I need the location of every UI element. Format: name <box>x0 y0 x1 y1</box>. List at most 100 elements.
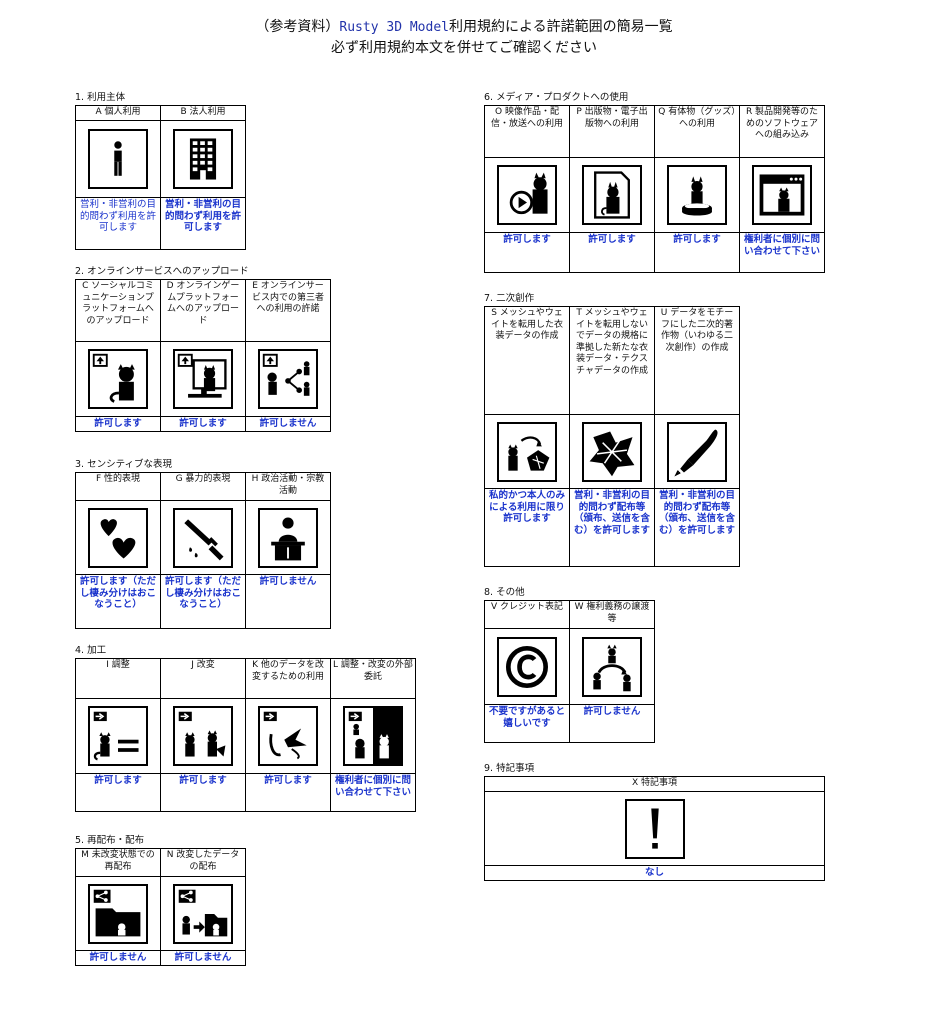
item-g-header: G 暴力的表現 <box>160 472 246 501</box>
title-model-name: Rusty 3D Model <box>339 20 449 35</box>
item-m-header: M 未改変状態での再配布 <box>75 848 161 877</box>
item-d-header: D オンラインゲームプラットフォームへのアップロード <box>160 279 246 342</box>
section-1: 1. 利用主体 A 個人利用 B 法人利用 営利・非営利の目的問わず利用を許可し… <box>75 91 246 250</box>
section-table: S メッシュやウェイトを転用した衣装データの作成 T メッシュやウェイトを転用し… <box>484 306 740 567</box>
publication-icon <box>582 165 642 225</box>
item-f-header: F 性的表現 <box>75 472 161 501</box>
section-5: 5. 再配布・配布 M 未改変状態での再配布 N 改変したデータの配布 許可しま… <box>75 834 246 966</box>
section-table: A 個人利用 B 法人利用 営利・非営利の目的問わず利用を許可します 営利・非営… <box>75 105 246 250</box>
knife-icon <box>173 507 233 568</box>
exclamation-icon <box>624 798 685 859</box>
item-h-result: 許可しません <box>245 574 331 629</box>
section-heading: 6. メディア・プロダクトへの使用 <box>484 92 629 103</box>
item-g-result: 許可します（ただし棲み分けはおこなうこと） <box>160 574 246 629</box>
item-u-header: U データをモチーフにした二次的著作物（いわゆる二次創作）の作成 <box>654 306 740 415</box>
item-o-header: O 映像作品・配信・放送への利用 <box>484 105 570 158</box>
modify-other-icon <box>258 706 318 766</box>
item-p-header: P 出版物・電子出版物への利用 <box>569 105 655 158</box>
section-6: 6. メディア・プロダクトへの使用 O 映像作品・配信・放送への利用 P 出版物… <box>484 91 825 273</box>
outsource-icon <box>343 706 403 766</box>
item-j-result: 許可します <box>160 773 246 812</box>
section-table: I 調整 J 改変 K 他のデータを改変するための利用 L 調整・改変の外部委託… <box>75 658 416 812</box>
item-k-result: 許可します <box>245 773 331 812</box>
item-v-header: V クレジット表記 <box>484 600 570 629</box>
item-q-header: Q 有体物（グッズ）への利用 <box>654 105 740 158</box>
document-title: （参考資料）Rusty 3D Model利用規約による許諾範囲の簡易一覧 必ず利… <box>0 17 928 59</box>
item-e-result: 許可しません <box>245 416 331 432</box>
item-r-header: R 製品開発等のためのソフトウェアへの組み込み <box>739 105 825 158</box>
section-3: 3. センシティブな表現 F 性的表現 G 暴力的表現 H 政治活動・宗教活動 … <box>75 458 331 629</box>
section-7: 7. 二次創作 S メッシュやウェイトを転用した衣装データの作成 T メッシュや… <box>484 292 740 567</box>
item-x-header: X 特記事項 <box>484 776 825 792</box>
section-table: F 性的表現 G 暴力的表現 H 政治活動・宗教活動 許可します（ただし棲み分け… <box>75 472 331 629</box>
section-heading: 7. 二次創作 <box>484 293 535 304</box>
pen-icon <box>667 421 727 482</box>
item-h-header: H 政治活動・宗教活動 <box>245 472 331 501</box>
item-w-header: W 権利義務の譲渡等 <box>569 600 655 629</box>
title-line-1: （参考資料）Rusty 3D Model利用規約による許諾範囲の簡易一覧 <box>0 17 928 38</box>
item-s-header: S メッシュやウェイトを転用した衣装データの作成 <box>484 306 570 415</box>
item-a-header: A 個人利用 <box>75 105 161 121</box>
item-m-result: 許可しません <box>75 950 161 966</box>
item-a-result: 営利・非営利の目的問わず利用を許可します <box>75 197 161 250</box>
item-b-header: B 法人利用 <box>160 105 246 121</box>
item-x-result: なし <box>484 865 825 881</box>
item-u-result: 営利・非営利の目的問わず配布等（頒布、送信を含む）を許可します <box>654 488 740 567</box>
item-t-result: 営利・非営利の目的問わず配布等（頒布、送信を含む）を許可します <box>569 488 655 567</box>
item-b-result: 営利・非営利の目的問わず利用を許可します <box>160 197 246 250</box>
section-4: 4. 加工 I 調整 J 改変 K 他のデータを改変するための利用 L 調整・改… <box>75 644 416 812</box>
costume-transfer-icon <box>497 421 557 482</box>
item-t-header: T メッシュやウェイトを転用しないでデータの規格に準拠した新たな衣装データ・テク… <box>569 306 655 415</box>
title-suffix: 利用規約による許諾範囲の簡易一覧 <box>448 19 673 35</box>
section-heading: 4. 加工 <box>75 645 107 656</box>
section-heading: 5. 再配布・配布 <box>75 835 145 846</box>
item-c-header: C ソーシャルコミュニケーションプラットフォームへのアップロード <box>75 279 161 342</box>
title-prefix: （参考資料） <box>255 19 340 35</box>
item-l-result: 権利者に個別に問い合わせて下さい <box>330 773 416 812</box>
section-table: O 映像作品・配信・放送への利用 P 出版物・電子出版物への利用 Q 有体物（グ… <box>484 105 825 273</box>
building-icon <box>173 129 233 189</box>
section-table: C ソーシャルコミュニケーションプラットフォームへのアップロード D オンライン… <box>75 279 331 432</box>
podium-icon <box>258 507 318 568</box>
item-w-result: 許可しません <box>569 704 655 743</box>
share-third-party-icon <box>258 349 318 409</box>
section-heading: 8. その他 <box>484 587 525 598</box>
item-s-result: 私的かつ本人のみによる利用に限り許可します <box>484 488 570 567</box>
item-o-result: 許可します <box>484 232 570 273</box>
section-heading: 3. センシティブな表現 <box>75 459 173 470</box>
section-9: 9. 特記事項 X 特記事項 なし <box>484 762 825 881</box>
item-j-header: J 改変 <box>160 658 246 699</box>
section-table: V クレジット表記 W 権利義務の譲渡等 不要ですがあると嬉しいです 許可しませ… <box>484 600 655 743</box>
item-k-header: K 他のデータを改変するための利用 <box>245 658 331 699</box>
section-8: 8. その他 V クレジット表記 W 権利義務の譲渡等 不要ですがあると嬉しいで… <box>484 586 655 743</box>
folder-share-icon <box>88 883 148 944</box>
item-n-result: 許可しません <box>160 950 246 966</box>
upload-game-icon <box>173 349 233 409</box>
item-r-result: 権利者に個別に問い合わせて下さい <box>739 232 825 273</box>
title-line-2: 必ず利用規約本文を併せてご確認ください <box>331 40 597 56</box>
transfer-icon <box>582 636 642 697</box>
item-e-header: E オンラインサービス内での第三者への利用の許諾 <box>245 279 331 342</box>
section-table: X 特記事項 なし <box>484 776 825 881</box>
item-n-header: N 改変したデータの配布 <box>160 848 246 877</box>
adjust-icon <box>88 706 148 766</box>
upload-social-icon <box>88 349 148 409</box>
section-table: M 未改変状態での再配布 N 改変したデータの配布 許可しません 許可しません <box>75 848 246 966</box>
costume-new-icon <box>582 421 642 482</box>
item-i-result: 許可します <box>75 773 161 812</box>
video-icon <box>497 165 557 225</box>
section-heading: 2. オンラインサービスへのアップロード <box>75 266 249 277</box>
section-2: 2. オンラインサービスへのアップロード C ソーシャルコミュニケーションプラッ… <box>75 265 331 432</box>
item-l-header: L 調整・改変の外部委託 <box>330 658 416 699</box>
item-f-result: 許可します（ただし棲み分けはおこなうこと） <box>75 574 161 629</box>
section-heading: 9. 特記事項 <box>484 763 535 774</box>
item-c-result: 許可します <box>75 416 161 432</box>
copyright-icon <box>497 636 557 697</box>
item-i-header: I 調整 <box>75 658 161 699</box>
folder-modified-icon <box>173 883 233 944</box>
person-icon <box>88 129 148 189</box>
software-icon <box>752 165 812 225</box>
item-p-result: 許可します <box>569 232 655 273</box>
section-heading: 1. 利用主体 <box>75 92 126 103</box>
figure-goods-icon <box>667 165 727 225</box>
